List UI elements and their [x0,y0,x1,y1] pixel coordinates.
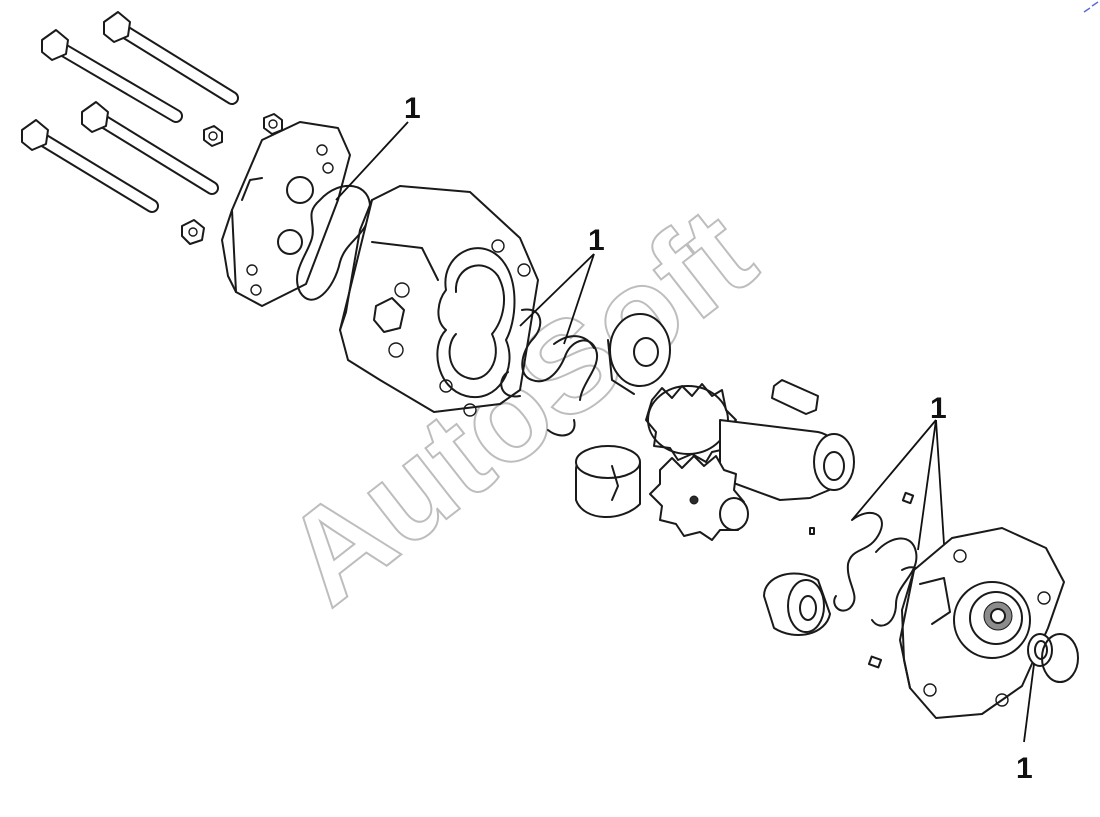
leader-front-seal-b [563,253,595,345]
bushing-upper [607,313,671,395]
leader-front-seal-a [519,253,595,327]
pump-body [339,185,539,417]
nut-3 [181,219,205,245]
retaining-ring [1041,633,1079,683]
corner-mark [1083,1,1099,13]
callout-label-gasket-rear: 1 [404,92,421,125]
bolt-2 [41,29,183,123]
bushing-lower [763,572,831,637]
leader-gasket-rear [335,121,409,201]
driven-gear [649,455,749,541]
leader-rear-seal-a [851,419,937,521]
bolt-4 [21,119,159,213]
key [771,379,819,415]
leader-shaft-seal [1023,663,1035,743]
leader-rear-seal-b [917,419,937,551]
bolt-1 [103,11,239,105]
pin-2 [867,655,883,669]
rear-cover [221,121,351,307]
leader-rear-seal-c [935,419,945,545]
callout-label-front-seals: 1 [588,224,605,257]
pin-1 [901,491,915,505]
bushing-middle [575,445,641,518]
pin-3 [809,527,815,535]
nut-1 [203,125,223,147]
drive-gear [645,383,855,501]
front-seal-set [500,308,599,437]
callout-label-rear-seals: 1 [930,392,947,425]
callout-label-shaft-seal: 1 [1016,752,1033,785]
front-cover [899,527,1065,719]
rear-gasket [296,184,372,301]
bolt-3 [81,101,219,195]
